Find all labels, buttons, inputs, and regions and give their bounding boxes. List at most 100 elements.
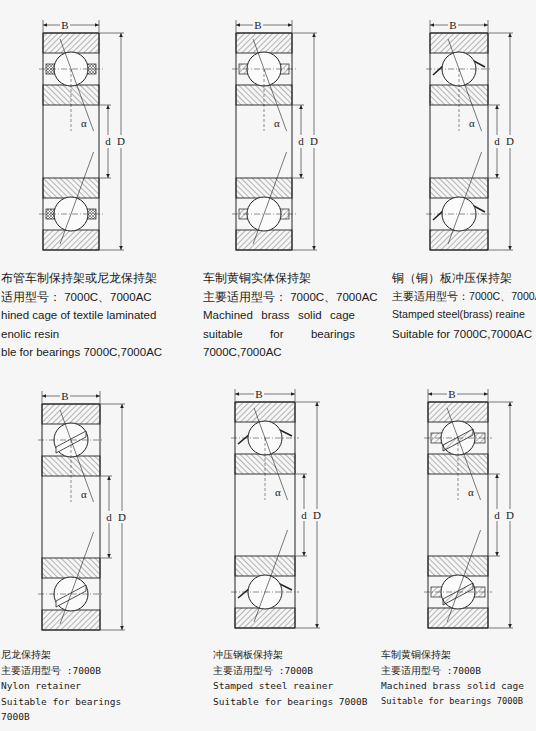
caption-text: suitable for bearings [203,328,355,341]
leader-line [100,391,101,403]
leader-line [101,630,125,631]
caption-text: enolic resin [1,328,59,341]
caption-text: 7000B [1,712,30,722]
arrow-head [495,174,499,178]
dimension-line [236,25,292,26]
angle-label: α [467,486,475,498]
caption-text: hined cage of textile laminated [1,309,156,322]
dimension-label: D [505,509,515,521]
angle-label: α [468,117,476,129]
contact-line [447,408,480,500]
arrow-head [119,246,123,250]
leader-line [296,556,307,557]
leader-line [100,105,111,106]
leader-line [100,250,124,251]
leader-line [293,105,304,106]
dimension-label: B [253,19,262,31]
caption-title: 布管车制保持架或尼龙保持架 [1,272,157,285]
contact-line [254,408,287,500]
caption-text: 7000C,7000AC [203,346,282,359]
arrow-head [291,392,295,396]
reference-line [265,438,266,500]
leader-line [100,178,111,179]
outer-ring [428,402,488,422]
leader-line [489,474,500,475]
leader-line [236,20,237,32]
leader-line [101,558,112,559]
leader-line [296,474,307,475]
inner-ring [428,556,488,576]
outer-ring [430,33,488,53]
arrow-head [106,174,110,178]
outer-ring [43,230,99,250]
dimension-line [43,25,99,26]
bearing-outline [235,402,295,628]
leader-line [488,389,489,401]
contact-line [60,39,93,131]
leader-line [43,20,44,32]
arrow-head [235,392,239,396]
contact-line [60,152,93,244]
bearing-outline [43,33,99,250]
dimension-label: D [309,135,319,147]
contact-line [254,530,287,622]
dimension-line [42,396,100,397]
leader-line [100,33,124,34]
bearing-outline [428,402,488,628]
outer-ring [42,404,100,424]
bearing-outline [236,33,292,250]
arrow-head [299,174,303,178]
arrow-head [508,33,512,37]
arrow-head [107,476,111,480]
reference-line [264,69,265,131]
contact-line [253,152,286,244]
outer-ring [235,402,295,422]
dimension-label: d [297,135,305,147]
outer-ring [42,610,100,630]
contact-line [448,152,481,244]
arrow-head [508,624,512,628]
leader-line [428,389,429,401]
arrow-head [119,33,123,37]
arrow-head [508,402,512,406]
leader-line [235,389,236,401]
dimension-label: D [505,135,515,147]
caption-title: 主要适用型号：7000C、7000A [392,291,536,303]
leader-line [489,250,513,251]
dimension-label: B [60,390,69,402]
leader-line [101,476,112,477]
leader-line [296,628,320,629]
contact-line [60,532,93,624]
caption-text: Suitable for bearings [1,697,121,707]
dimension-label: B [447,388,456,400]
arrow-head [288,23,292,27]
caption-text: Machined brass solid cage [381,681,524,691]
caption-text: Nylon retainer [1,681,81,691]
leader-line [430,20,431,32]
contact-line [60,410,93,502]
dimension-line [430,25,488,26]
outer-ring [236,230,292,250]
arrow-head [42,394,46,398]
inner-ring [235,556,295,576]
leader-line [99,20,100,32]
dimension-label: d [300,509,308,521]
arrow-head [430,23,434,27]
caption-text: Stamped steel reainer [213,681,333,691]
arrow-head [484,23,488,27]
bearing-outline [42,404,100,630]
leader-line [489,402,513,403]
arrow-head [315,624,319,628]
leader-line [42,391,43,403]
dimension-line [235,394,295,395]
arrow-head [315,402,319,406]
caption-text: Suitable for 7000C,7000AC [392,328,532,341]
arrow-head [107,554,111,558]
caption-title: 主要适用型号 :7000B [381,666,481,676]
dimension-label: D [312,509,322,521]
dimension-line [428,394,488,395]
angle-label: α [273,117,281,129]
arrow-head [302,474,306,478]
leader-line [489,556,500,557]
